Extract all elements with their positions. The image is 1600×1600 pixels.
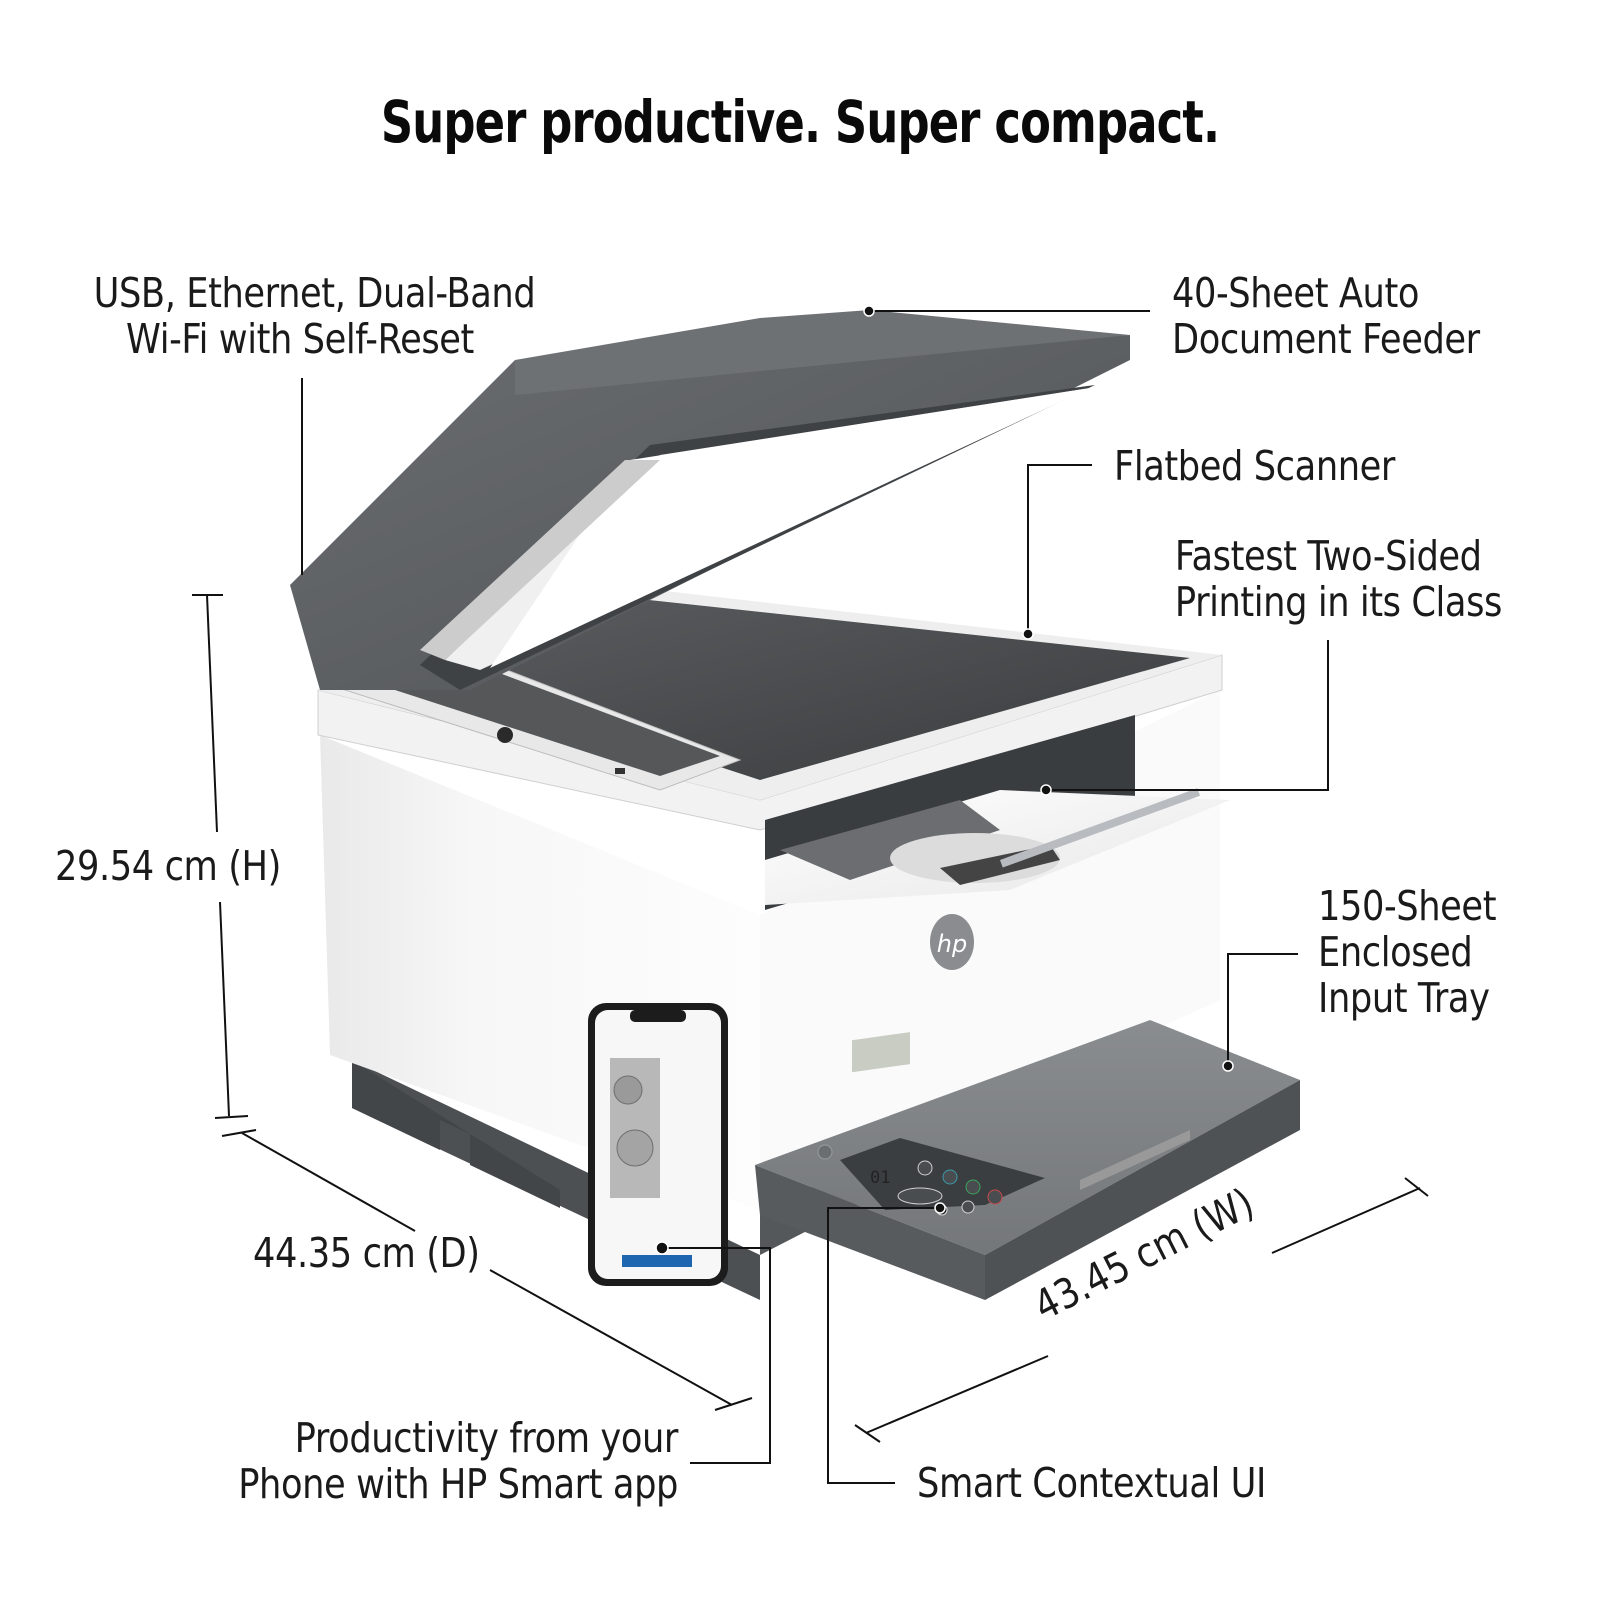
control-panel: 01: [817, 1032, 1045, 1216]
start-button[interactable]: [965, 1179, 981, 1195]
leader-lines: [192, 310, 1429, 1484]
hp-logo: hp: [930, 914, 974, 970]
callout-flatbed-scanner: Flatbed Scanner: [1114, 442, 1395, 490]
copy-button[interactable]: [961, 1200, 975, 1214]
nav-rocker[interactable]: [897, 1187, 943, 1205]
lcd-display: [852, 1032, 910, 1073]
cancel-button[interactable]: [987, 1189, 1003, 1205]
callout-input-tray: 150-Sheet Enclosed Input Tray: [1318, 882, 1497, 1022]
page-headline: Super productive. Super compact.: [380, 88, 1220, 156]
callout-two-sided-printing: Fastest Two-Sided Printing in its Class: [1174, 532, 1503, 626]
wifi-button[interactable]: [942, 1169, 958, 1185]
smartphone: [588, 1003, 728, 1286]
callout-hp-smart-app: Productivity from your Phone with HP Sma…: [238, 1414, 679, 1508]
callout-connectivity: USB, Ethernet, Dual-Band Wi-Fi with Self…: [93, 269, 536, 363]
dimension-height: 29.54 cm (H): [55, 842, 281, 890]
power-button[interactable]: [817, 1144, 833, 1160]
adf-lid: [290, 310, 1130, 690]
callout-contextual-ui: Smart Contextual UI: [917, 1459, 1266, 1507]
svg-text:hp: hp: [937, 930, 967, 958]
svg-text:01: 01: [870, 1168, 890, 1188]
phone-print-button[interactable]: [622, 1255, 692, 1267]
dimension-depth: 44.35 cm (D): [253, 1229, 480, 1277]
callout-adf: 40-Sheet Auto Document Feeder: [1172, 269, 1480, 363]
callout-markers: [655, 305, 1234, 1255]
info-button[interactable]: [917, 1160, 933, 1176]
